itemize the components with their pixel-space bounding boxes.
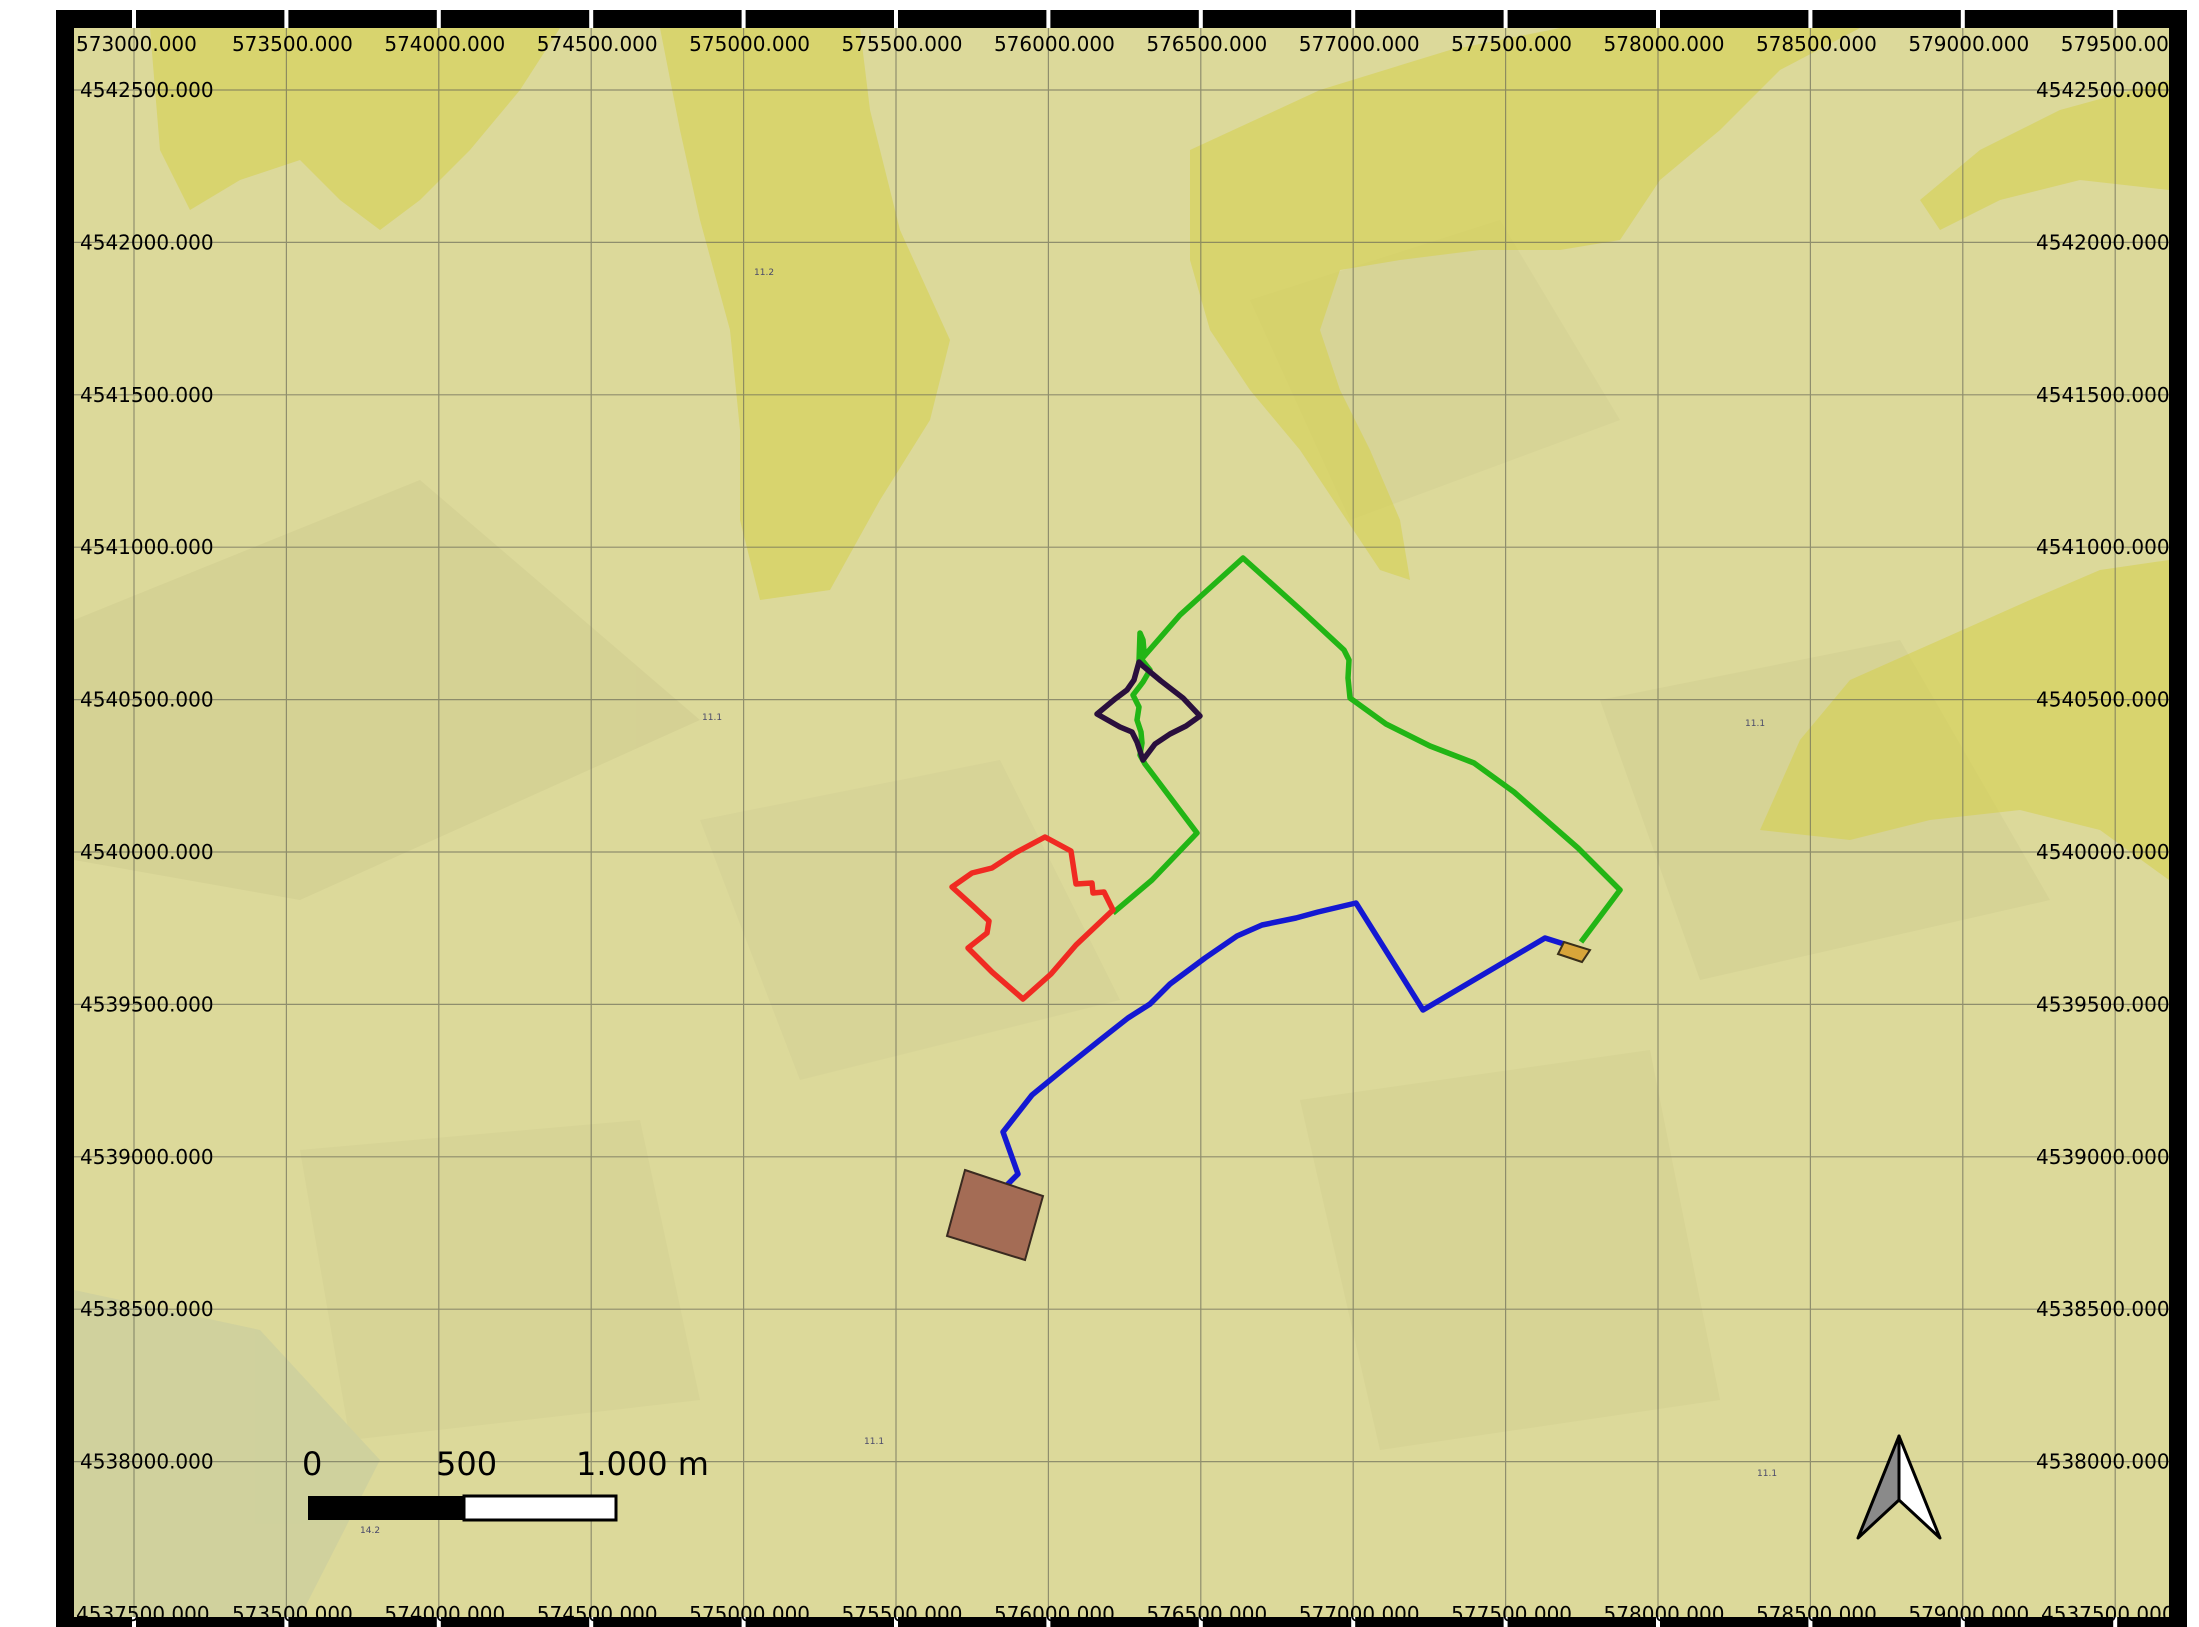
x-tick-label: 573500.000	[232, 32, 353, 56]
zone-label: 11.1	[1745, 719, 1765, 729]
x-tick-label: 575000.000	[689, 32, 810, 56]
x-tick-label: 579500.000	[2061, 32, 2182, 56]
zone-label: 11.2	[754, 268, 774, 278]
zone-label: 11.1	[1757, 1469, 1777, 1479]
zone-label: 11.1	[702, 713, 722, 723]
scale-label-1000: 1.000 m	[576, 1445, 709, 1483]
bottom-left-corner-label: 4537500.000	[76, 1602, 210, 1626]
x-tick-label: 574500.000	[537, 32, 658, 56]
yellow-zone-north-center	[660, 28, 950, 600]
green-cable-route[interactable]	[1111, 555, 1623, 944]
bottom-right-corner-label: 4537500.000	[2041, 1602, 2175, 1626]
x-tick-label: 578000.000	[1604, 32, 1725, 56]
x-tick-label: 576500.000	[1146, 32, 1267, 56]
x-tick-label: 574000.000	[384, 1602, 505, 1626]
substation-marker[interactable]	[1556, 940, 1592, 964]
coordinate-grid	[74, 28, 2169, 1617]
scale-label-0: 0	[302, 1445, 322, 1483]
x-tick-label: 576000.000	[994, 32, 1115, 56]
x-axis-labels-top: 573000.000 573500.000 574000.000 574500.000…	[76, 32, 2182, 56]
yellow-zone-east	[1760, 560, 2169, 880]
y-axis-labels-right: 4542500.000 4542000.000 4541500.000 4541000…	[2036, 78, 2170, 1474]
y-tick-label: 4539000.000	[80, 1145, 214, 1169]
x-tick-label: 575000.000	[689, 1602, 810, 1626]
x-tick-label: 576500.000	[1146, 1602, 1267, 1626]
y-tick-label: 4539500.000	[80, 992, 214, 1016]
x-tick-label: 577000.000	[1299, 1602, 1420, 1626]
y-tick-label: 4542500.000	[80, 78, 214, 102]
x-tick-label: 577500.000	[1451, 32, 1572, 56]
y-tick-label: 4540500.000	[2036, 688, 2170, 712]
x-tick-label: 579000.000	[1908, 32, 2029, 56]
y-axis-labels-left: 4542500.000 4542000.000 4541500.000 4541000…	[80, 78, 214, 1474]
y-tick-label: 4539000.000	[2036, 1145, 2170, 1169]
y-tick-label: 4540000.000	[80, 840, 214, 864]
zone-label: 14.2	[360, 1526, 380, 1536]
x-tick-label: 577000.000	[1299, 32, 1420, 56]
x-tick-label: 577500.000	[1451, 1602, 1572, 1626]
x-tick-label: 573500.000	[232, 1602, 353, 1626]
x-tick-label: 574000.000	[384, 32, 505, 56]
yellow-zone-northwest	[150, 28, 560, 230]
y-tick-label: 4540500.000	[80, 688, 214, 712]
dark-purple-parcel[interactable]	[1094, 659, 1203, 763]
basemap-layer: 11.2 11.1 11.1 11.1 11.1 14.2	[74, 28, 2169, 1617]
brown-parcel[interactable]	[945, 1168, 1045, 1262]
north-arrow-icon	[1856, 1434, 1942, 1540]
scale-bar: 0 500 1.000 m	[302, 1445, 709, 1522]
frame-ticks	[132, 10, 2118, 1627]
blue-cable-route[interactable]	[1000, 900, 1565, 1188]
yellow-zones	[150, 28, 2169, 880]
x-tick-label: 578500.000	[1756, 32, 1877, 56]
y-tick-label: 4541000.000	[2036, 535, 2170, 559]
scale-label-500: 500	[436, 1445, 497, 1483]
y-tick-label: 4538500.000	[2036, 1297, 2170, 1321]
yellow-zone-north-east	[1190, 28, 1860, 580]
scale-bar-black-segment	[308, 1496, 464, 1520]
red-parcel[interactable]	[949, 834, 1116, 1002]
x-tick-label: 575500.000	[842, 32, 963, 56]
y-tick-label: 4542500.000	[2036, 78, 2170, 102]
scale-bar-white-segment	[462, 1494, 618, 1522]
x-tick-label: 575500.000	[842, 1602, 963, 1626]
y-tick-label: 4538000.000	[80, 1450, 214, 1474]
x-tick-label: 578000.000	[1604, 1602, 1725, 1626]
y-tick-label: 4542000.000	[80, 230, 214, 254]
zone-label: 11.1	[864, 1437, 884, 1447]
x-tick-label: 576000.000	[994, 1602, 1115, 1626]
y-tick-label: 4542000.000	[2036, 230, 2170, 254]
x-tick-label: 579000.000	[1908, 1602, 2029, 1626]
y-tick-label: 4539500.000	[2036, 992, 2170, 1016]
x-tick-label: 578500.000	[1756, 1602, 1877, 1626]
y-tick-label: 4541500.000	[2036, 383, 2170, 407]
x-tick-label: 573000.000	[76, 32, 197, 56]
y-tick-label: 4538000.000	[2036, 1450, 2170, 1474]
yellow-zone-far-east	[1920, 80, 2169, 230]
y-tick-label: 4538500.000	[80, 1297, 214, 1321]
y-tick-label: 4540000.000	[2036, 840, 2170, 864]
x-axis-labels-bottom: 573500.000 574000.000 574500.000 575000.000…	[232, 1602, 2029, 1626]
y-tick-label: 4541000.000	[80, 535, 214, 559]
x-tick-label: 574500.000	[537, 1602, 658, 1626]
y-tick-label: 4541500.000	[80, 383, 214, 407]
